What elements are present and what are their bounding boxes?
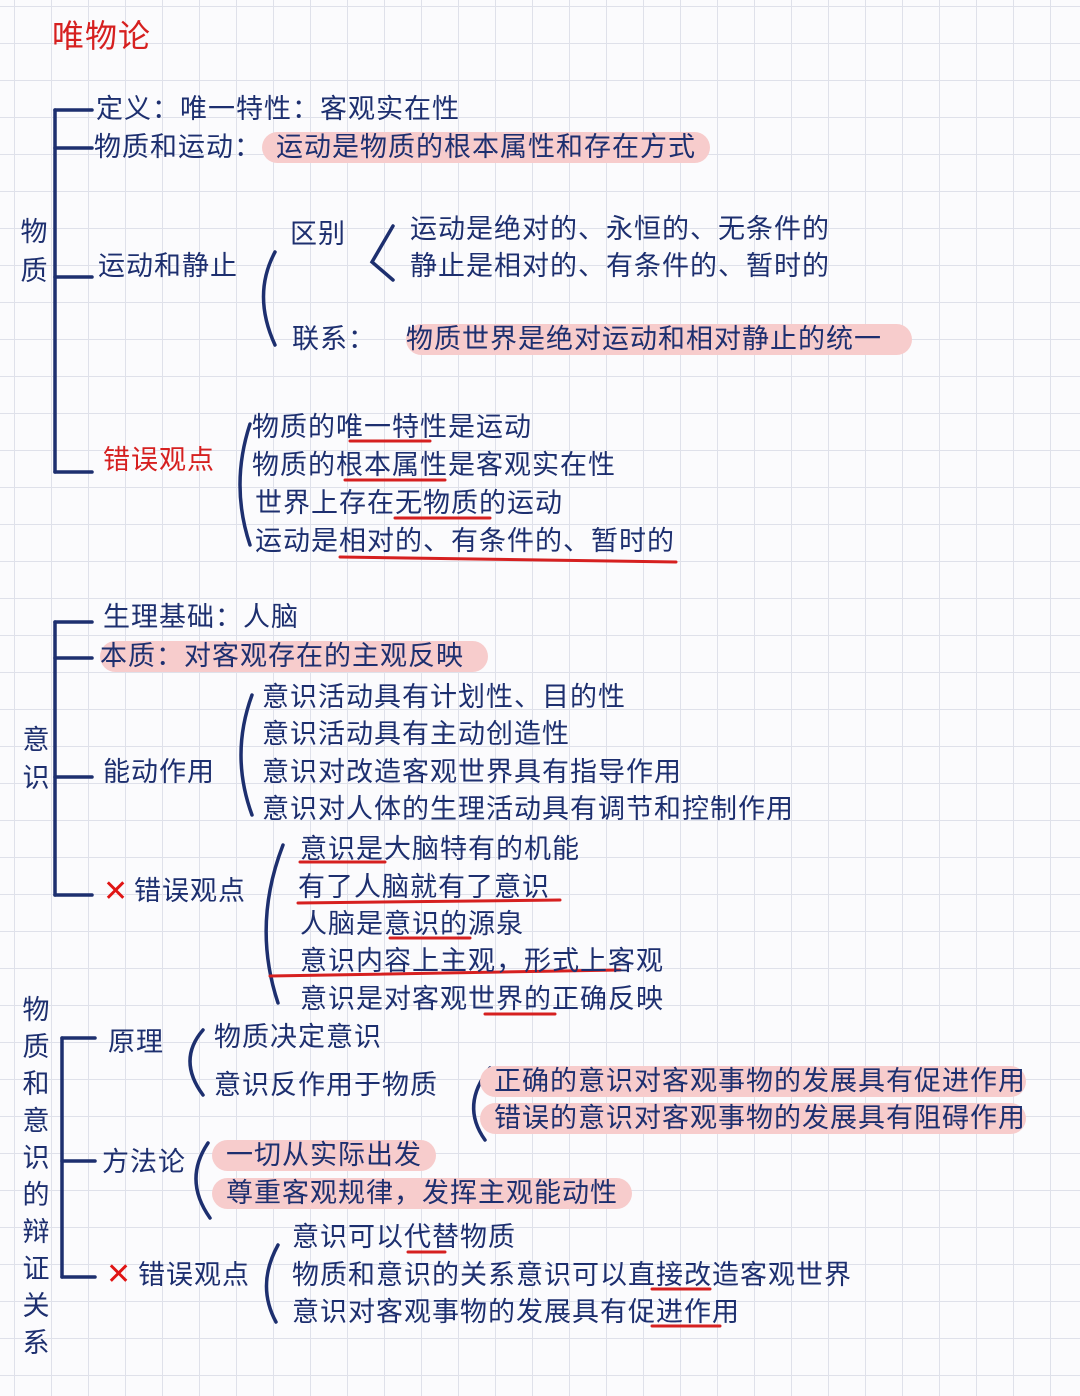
diff-item: 运动是绝对的、永恒的、无条件的 <box>410 214 830 245</box>
principle-item: 意识反作用于物质 <box>214 1070 438 1101</box>
cross-icon: ✕ <box>103 874 129 909</box>
section2-label-char: 识 <box>22 763 50 794</box>
wrong-item: 意识是大脑特有的机能 <box>300 834 580 865</box>
active-label: 能动作用 <box>103 757 215 788</box>
principle-item: 物质决定意识 <box>214 1022 382 1053</box>
section3-label-char: 质 <box>22 1032 50 1063</box>
wrong-item: 世界上存在无物质的运动 <box>255 488 563 519</box>
section1-label-char: 物 <box>20 217 48 248</box>
wrong-item: 意识可以代替物质 <box>292 1222 516 1253</box>
link-highlight: 物质世界是绝对运动和相对静止的统一 <box>406 324 912 355</box>
section3-label-char: 关 <box>22 1291 50 1322</box>
basis-text: 生理基础：人脑 <box>103 602 299 633</box>
active-item: 意识活动具有计划性、目的性 <box>262 682 626 713</box>
section3-label-char: 意 <box>22 1106 50 1137</box>
active-item: 意识活动具有主动创造性 <box>262 719 570 750</box>
motion-prefix: 物质和运动： <box>94 132 262 163</box>
method-highlight: 尊重客观规律，发挥主观能动性 <box>212 1178 632 1209</box>
section3-wrong-label: 错误观点 <box>138 1260 250 1291</box>
wrong-item: 意识内容上主观，形式上客观 <box>300 946 664 977</box>
wrong-item: 运动是相对的、有条件的、暂时的 <box>255 526 675 557</box>
wrong-item: 人脑是意识的源泉 <box>300 909 524 940</box>
active-item: 意识对人体的生理活动具有调节和控制作用 <box>262 794 794 825</box>
definition-text: 定义：唯一特性：客观实在性 <box>96 94 460 125</box>
section3-label-char: 的 <box>22 1180 50 1211</box>
wrong-item: 有了人脑就有了意识 <box>298 872 550 903</box>
reaction-line: 错误的意识对客观事物的发展具有阻碍作用 <box>480 1101 1026 1137</box>
link-prefix: 联系： <box>292 324 376 355</box>
wrong-item: 意识对客观事物的发展具有促进作用 <box>292 1297 740 1328</box>
wrong-item: 物质和意识的关系意识可以直接改造客观世界 <box>292 1260 852 1291</box>
active-item: 意识对改造客观世界具有指导作用 <box>262 757 682 788</box>
wrong-item: 物质的根本属性是客观实在性 <box>252 450 616 481</box>
motion-highlight: 运动是物质的根本属性和存在方式 <box>262 132 710 163</box>
essence-highlight: 本质：对客观存在的主观反映 <box>100 641 488 672</box>
method-line: 尊重客观规律，发挥主观能动性 <box>212 1176 632 1212</box>
principle-label: 原理 <box>108 1027 164 1058</box>
reaction-highlight: 正确的意识对客观事物的发展具有促进作用 <box>480 1066 1026 1097</box>
link-line: 联系： 物质世界是绝对运动和相对静止的统一 <box>292 322 912 358</box>
section3-label-char: 系 <box>22 1328 50 1359</box>
section3-label-char: 和 <box>22 1069 50 1100</box>
section1-label-char: 质 <box>20 256 48 287</box>
reaction-line: 正确的意识对客观事物的发展具有促进作用 <box>480 1064 1026 1100</box>
section2-wrong-label: 错误观点 <box>134 876 246 907</box>
section3-label-char: 证 <box>22 1254 50 1285</box>
section3-label-char: 识 <box>22 1143 50 1174</box>
cross-icon: ✕ <box>106 1257 132 1292</box>
method-label: 方法论 <box>102 1147 186 1178</box>
wrong-item: 意识是对客观世界的正确反映 <box>300 984 664 1015</box>
page-title: 唯物论 <box>52 17 152 55</box>
essence-line: 本质：对客观存在的主观反映 <box>100 639 488 675</box>
section3-label-char: 物 <box>22 995 50 1026</box>
difference-label: 区别 <box>290 219 346 250</box>
motion-rest-label: 运动和静止 <box>98 251 238 282</box>
method-line: 一切从实际出发 <box>212 1138 436 1174</box>
wrong-item: 物质的唯一特性是运动 <box>252 412 532 443</box>
section3-label-char: 辩 <box>22 1217 50 1248</box>
reaction-highlight: 错误的意识对客观事物的发展具有阻碍作用 <box>480 1103 1026 1134</box>
section2-label-char: 意 <box>22 725 50 756</box>
section1-wrong-label: 错误观点 <box>103 445 215 476</box>
diff-item: 静止是相对的、有条件的、暂时的 <box>410 251 830 282</box>
method-highlight: 一切从实际出发 <box>212 1140 436 1171</box>
motion-line: 物质和运动：运动是物质的根本属性和存在方式 <box>94 130 710 166</box>
